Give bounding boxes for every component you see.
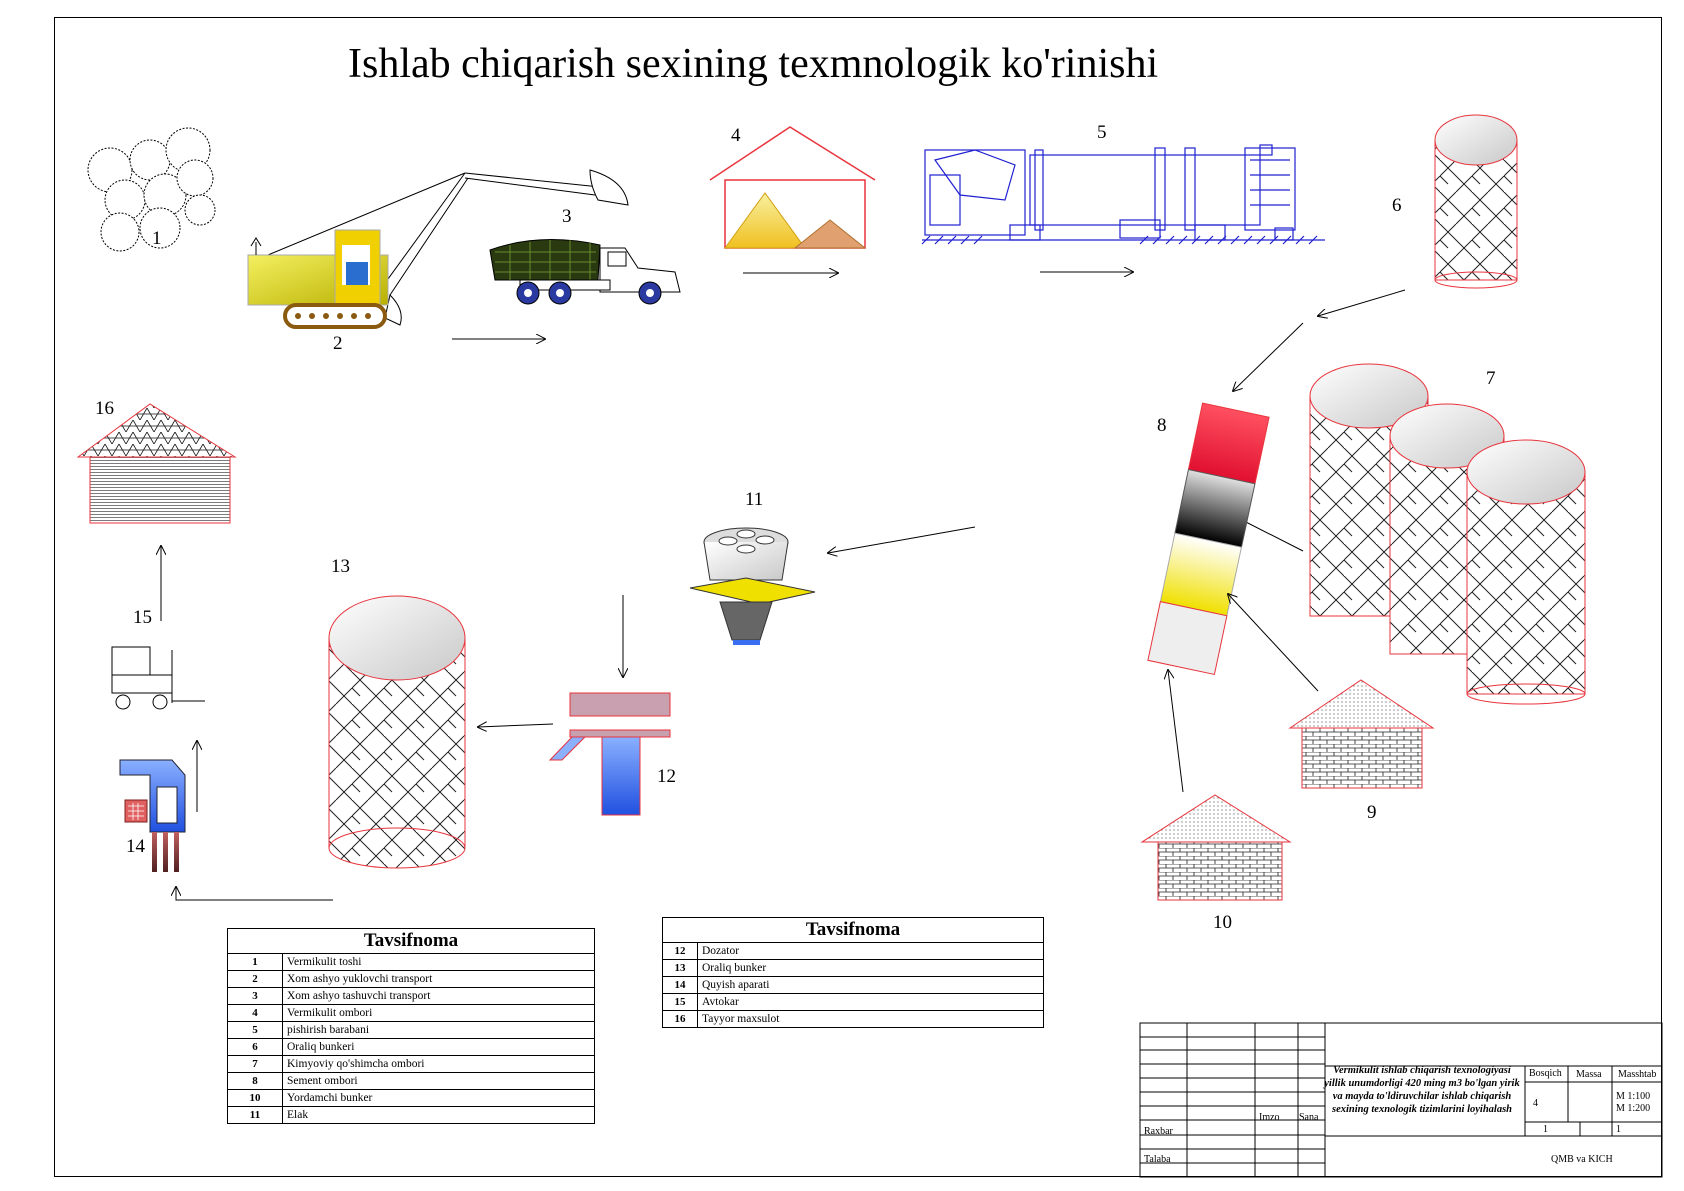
- arrow-8-11: [828, 526, 976, 553]
- stamp-bosqich: Bosqich: [1529, 1068, 1562, 1079]
- stamp-masshtab: Masshtab: [1618, 1069, 1657, 1080]
- stamp-talaba: Talaba: [1144, 1154, 1171, 1165]
- label-1: 1: [152, 228, 162, 249]
- arrow-12-13: [478, 724, 554, 727]
- label-7: 7: [1486, 368, 1496, 389]
- label-13: 13: [331, 556, 350, 577]
- forklift: [111, 646, 205, 710]
- arrow-10-8: [1168, 670, 1184, 793]
- stamp-scale-1: M 1:100: [1616, 1091, 1651, 1102]
- label-4: 4: [731, 125, 741, 146]
- stamp-organization: QMB va KICH: [1551, 1154, 1613, 1165]
- arrow-13-14: [176, 887, 333, 901]
- bunker-9: [1288, 679, 1435, 789]
- bunker-10: [1140, 794, 1292, 901]
- label-9: 9: [1367, 802, 1377, 823]
- arrow-9-8: [1228, 594, 1319, 692]
- vermiculite-stones: [87, 127, 216, 252]
- stamp-imzo: Imzo: [1259, 1112, 1280, 1123]
- firing-drum: [921, 144, 1325, 245]
- label-8: 8: [1157, 415, 1167, 436]
- intermediate-bunker-13: [328, 595, 466, 869]
- label-10: 10: [1213, 912, 1232, 933]
- label-5: 5: [1097, 122, 1107, 143]
- dump-truck: [489, 239, 681, 305]
- page-title: Ishlab chiqarish sexining texmnologik ko…: [348, 41, 1159, 87]
- arrow-7-8: [1238, 518, 1304, 552]
- stamp-scale-2: M 1:200: [1616, 1103, 1651, 1114]
- arrow-6-a: [1318, 289, 1406, 316]
- stamp-sana: Sana: [1299, 1112, 1319, 1123]
- excavator: [247, 169, 629, 329]
- vermiculite-warehouse: [709, 126, 876, 249]
- stamp-sheet-a: 1: [1543, 1124, 1548, 1135]
- label-2: 2: [333, 333, 343, 354]
- drawing-frame: [54, 17, 1662, 1177]
- dosing-unit: [548, 692, 671, 816]
- project-title: Vermikulit ishlab chiqarish texnologiyas…: [1324, 1065, 1520, 1115]
- label-11: 11: [745, 489, 764, 510]
- label-14: 14: [126, 836, 145, 857]
- finished-product-warehouse: [76, 403, 237, 524]
- stamp-sheet-b: 1: [1616, 1124, 1621, 1135]
- stamp-raxbar: Raxbar: [1144, 1126, 1173, 1137]
- label-6: 6: [1392, 195, 1402, 216]
- label-15: 15: [133, 607, 152, 628]
- stamp-massa: Massa: [1576, 1069, 1602, 1080]
- label-12: 12: [657, 766, 676, 787]
- intermediate-bunker-6: [1434, 114, 1518, 289]
- label-16: 16: [95, 398, 114, 419]
- label-3: 3: [562, 206, 572, 227]
- chemical-additive-silos: [1309, 363, 1586, 705]
- sieve: [689, 527, 816, 645]
- casting-apparatus: [119, 759, 186, 872]
- legend-right-header: Tavsifnoma: [662, 917, 1044, 943]
- arrow-6-b: [1233, 322, 1304, 391]
- cement-silo: [1147, 402, 1270, 676]
- stamp-bosqich-value: 4: [1533, 1098, 1538, 1109]
